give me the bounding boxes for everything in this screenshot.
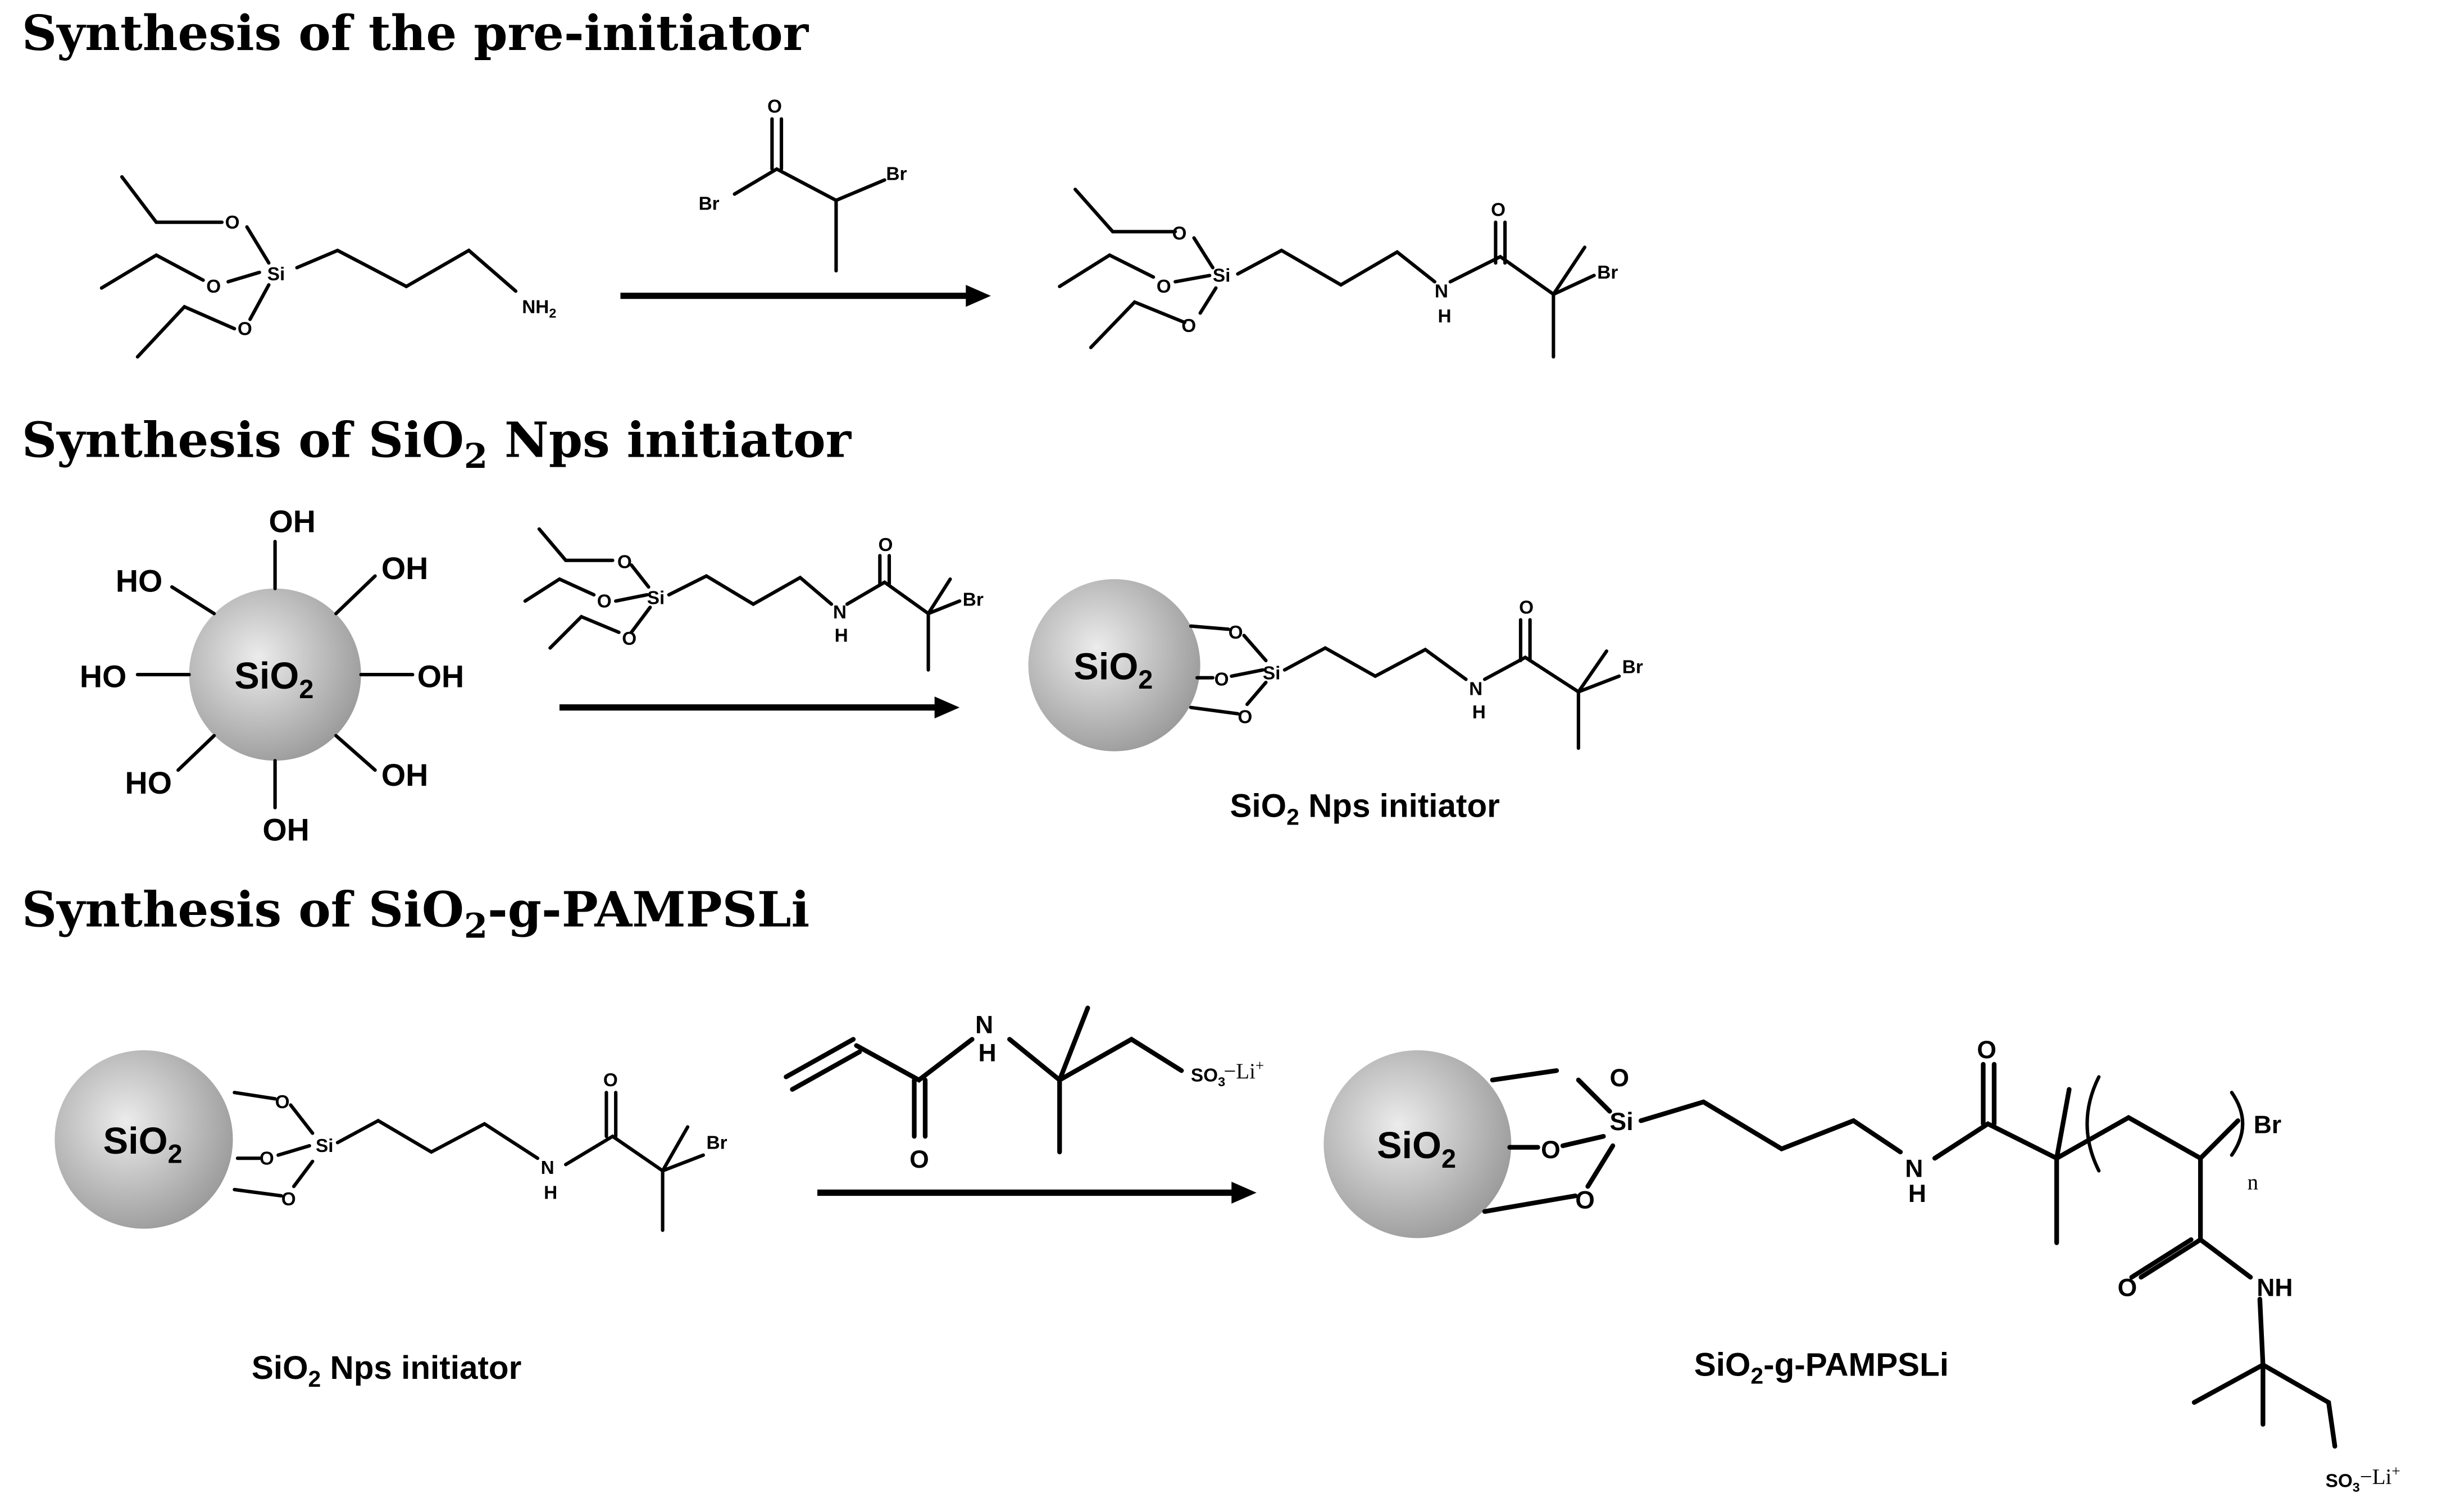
atom-o: O xyxy=(1238,707,1252,727)
atom-si: Si xyxy=(316,1136,334,1156)
silica-particle xyxy=(1028,579,1200,752)
pre-initiator-reagent: O O O Si N H O Br xyxy=(523,527,984,672)
atom-nh2: NH2 xyxy=(522,297,556,320)
reaction-arrow-3 xyxy=(817,1181,1257,1204)
atom-so3: SO3 xyxy=(2326,1470,2360,1494)
atom-si: Si xyxy=(1263,663,1281,684)
atom-o: O xyxy=(1541,1136,1561,1164)
atom-br: Br xyxy=(886,163,907,184)
bromoisobutyryl-bromide-molecule: O Br Br xyxy=(699,97,907,273)
particle-label: SiO2 xyxy=(103,1121,183,1169)
caption-nps-initiator-reactant: SiO2 Nps initiator xyxy=(252,1350,521,1392)
atom-n: N xyxy=(1435,281,1448,302)
silica-nps-initiator-reactant: SiO2 O O O Si N H O Br xyxy=(54,1050,727,1232)
atom-o: O xyxy=(1977,1036,1996,1064)
atom-br: Br xyxy=(706,1132,727,1153)
silica-particle xyxy=(189,588,361,761)
atom-h: H xyxy=(979,1039,997,1067)
particle-label: SiO2 xyxy=(1074,646,1153,694)
atom-n: N xyxy=(1905,1155,1923,1183)
atom-si: Si xyxy=(1213,266,1231,286)
atom-br: Br xyxy=(1622,657,1643,677)
atom-o: O xyxy=(1575,1186,1595,1214)
atom-o: O xyxy=(1519,597,1534,618)
atom-n: N xyxy=(1469,678,1482,699)
atom-n: N xyxy=(541,1158,554,1178)
silica-nps-initiator: SiO2 O O O Si N H O Br xyxy=(1028,579,1643,752)
atom-ho: HO xyxy=(80,659,126,694)
caption-nps-initiator: SiO2 Nps initiator xyxy=(1230,788,1499,830)
heading-nps-initiator: Synthesis of SiO2 Nps initiator xyxy=(22,412,852,477)
particle-label: SiO2 xyxy=(1377,1125,1456,1173)
caption-pampsli: SiO2-g-PAMPSLi xyxy=(1694,1347,1949,1389)
atom-h: H xyxy=(1472,702,1486,723)
atom-ho: HO xyxy=(125,766,172,800)
atom-oh: OH xyxy=(417,659,464,694)
atom-o: O xyxy=(1610,1064,1630,1092)
atom-o: O xyxy=(1181,316,1196,336)
atom-br: Br xyxy=(963,589,984,610)
silica-particle xyxy=(54,1050,233,1229)
pre-initiator-molecule: O O O Si N H O Br xyxy=(1058,188,1618,359)
hydroxylated-silica-nanoparticle: SiO2 OH OH OH OH OH HO HO HO xyxy=(80,504,464,847)
atom-o: O xyxy=(225,212,240,233)
atom-o: O xyxy=(2118,1274,2137,1301)
repeat-unit-n: n xyxy=(2248,1171,2258,1195)
reaction-arrow-1 xyxy=(620,285,991,307)
atom-br: Br xyxy=(2254,1112,2281,1139)
heading-pampsli: Synthesis of SiO2-g-PAMPSLi xyxy=(22,882,809,946)
atom-br: Br xyxy=(1597,262,1618,283)
atom-o: O xyxy=(1215,670,1229,690)
atom-o: O xyxy=(597,591,612,612)
atom-o: O xyxy=(1172,223,1187,244)
reaction-arrow-2 xyxy=(559,696,960,719)
heading-pre-initiator: Synthesis of the pre-initiator xyxy=(22,5,809,62)
atom-h: H xyxy=(1438,306,1451,327)
atom-o: O xyxy=(879,535,893,555)
atom-si: Si xyxy=(1610,1108,1634,1136)
atom-br: Br xyxy=(699,193,720,214)
atom-so3: SO3 xyxy=(1191,1065,1225,1089)
ampsli-monomer: N H O SO3 −Li+ xyxy=(784,1005,1264,1173)
atom-oh: OH xyxy=(262,812,309,847)
atom-o: O xyxy=(238,318,252,339)
lithium-counterion: −Li+ xyxy=(1223,1057,1264,1083)
atom-o: O xyxy=(909,1146,929,1173)
atom-h: H xyxy=(544,1183,557,1204)
aptes-molecule: O O O Si NH2 xyxy=(99,175,556,359)
atom-o: O xyxy=(275,1092,290,1113)
atom-oh: OH xyxy=(269,504,316,539)
atom-o: O xyxy=(622,629,636,649)
atom-h: H xyxy=(1908,1180,1926,1208)
atom-oh: OH xyxy=(381,551,428,586)
atom-o: O xyxy=(206,276,221,297)
atom-n: N xyxy=(833,602,847,623)
atom-n: N xyxy=(975,1011,993,1039)
atom-ho: HO xyxy=(116,563,162,598)
silica-g-pampsli-product: SiO2 O O O Si N H O Br n O NH SO3 xyxy=(1323,1036,2400,1495)
atom-si: Si xyxy=(647,588,665,609)
particle-label: SiO2 xyxy=(234,655,313,704)
atom-o: O xyxy=(260,1148,274,1169)
atom-oh: OH xyxy=(381,758,428,793)
atom-o: O xyxy=(281,1189,296,1210)
atom-o: O xyxy=(617,552,632,573)
atom-o: O xyxy=(1229,622,1243,643)
atom-o: O xyxy=(767,97,782,117)
atom-si: Si xyxy=(267,264,285,285)
lithium-counterion: −Li+ xyxy=(2360,1463,2400,1489)
atom-o: O xyxy=(1157,276,1171,297)
atom-o: O xyxy=(603,1070,618,1091)
silica-particle xyxy=(1323,1050,1512,1238)
atom-o: O xyxy=(1491,200,1505,221)
atom-nh: NH xyxy=(2257,1274,2293,1301)
atom-h: H xyxy=(835,626,848,646)
